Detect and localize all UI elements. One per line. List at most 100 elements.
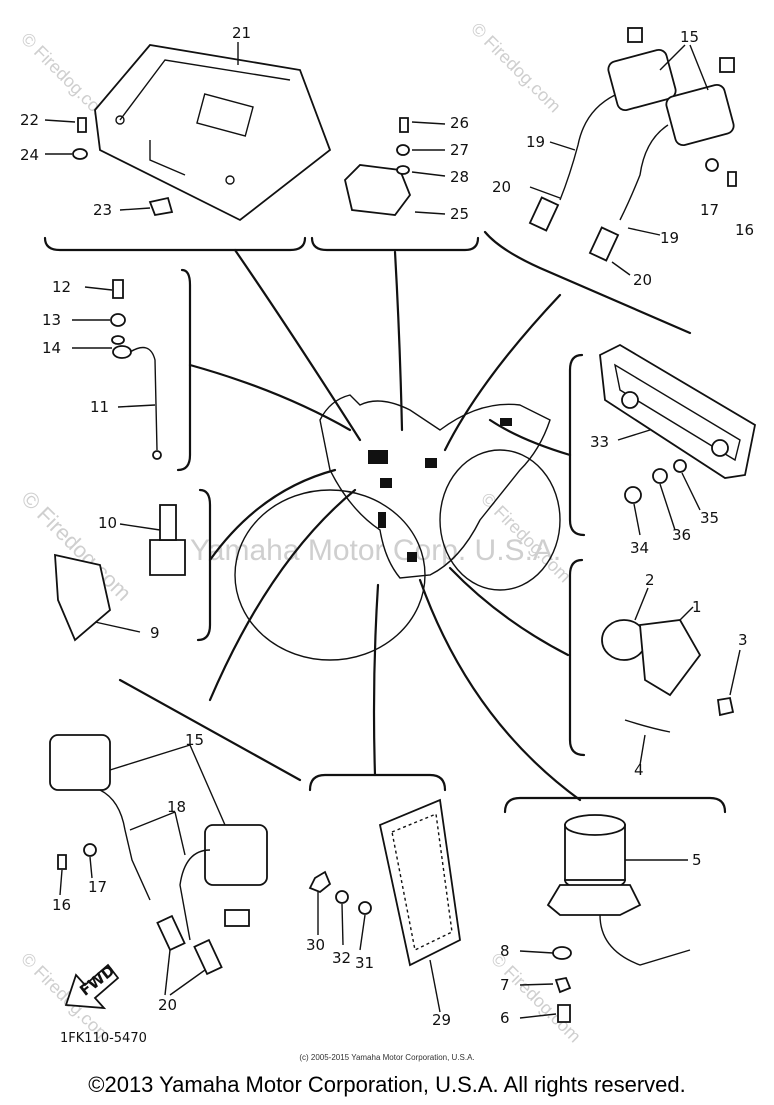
callout-20-top: 20 — [492, 178, 511, 196]
screw-16-top — [727, 171, 737, 187]
forward-arrow: FWD — [64, 961, 120, 1010]
callout-35: 35 — [700, 509, 719, 527]
ignition-coils-bottom — [49, 734, 268, 976]
washer-17-bottom — [83, 843, 97, 857]
site-watermark-6: © Firedog.com — [487, 949, 585, 1047]
pump-5 — [546, 814, 691, 966]
callout-6: 6 — [500, 1009, 510, 1027]
callout-32: 32 — [332, 949, 351, 967]
callout-34: 34 — [630, 539, 649, 557]
bracket-lead — [176, 268, 192, 472]
callout-1: 1 — [692, 598, 702, 616]
bolt-6 — [557, 1004, 571, 1023]
screw-26 — [399, 117, 409, 133]
callout-26: 26 — [450, 114, 469, 132]
washer-28 — [396, 165, 410, 175]
switch-9 — [54, 553, 111, 642]
washer-14 — [111, 335, 125, 345]
callout-17-top: 17 — [700, 201, 719, 219]
part-code: 1FK110-5470 — [60, 1031, 147, 1046]
reflector-29 — [378, 798, 461, 967]
switch-10 — [149, 539, 186, 576]
callout-19-top-2: 19 — [660, 229, 679, 247]
bracket-coils-bottom — [118, 678, 302, 782]
callout-20-top-2: 20 — [633, 271, 652, 289]
callout-31: 31 — [355, 954, 374, 972]
callout-19-top: 19 — [526, 133, 545, 151]
bracket-taillight — [568, 353, 586, 537]
callout-15-bottom: 15 — [185, 731, 204, 749]
callout-36: 36 — [672, 526, 691, 544]
hull-outline — [234, 394, 561, 661]
callout-15-top: 15 — [680, 28, 699, 46]
switch-10-body — [159, 504, 177, 541]
callout-25: 25 — [450, 205, 469, 223]
callout-12: 12 — [52, 278, 71, 296]
site-watermark-2: © Firedog.com — [467, 19, 565, 117]
clip-23 — [148, 196, 174, 217]
nut-30 — [308, 870, 332, 894]
small-copyright: (c) 2005-2015 Yamaha Motor Corporation, … — [299, 1053, 475, 1062]
callout-13: 13 — [42, 311, 61, 329]
nut-36 — [652, 468, 668, 484]
leader-curves — [188, 248, 582, 802]
screw-3 — [716, 696, 735, 717]
callout-24: 24 — [20, 146, 39, 164]
callout-10: 10 — [98, 514, 117, 532]
callout-11: 11 — [90, 398, 109, 416]
bracket-pump — [503, 796, 727, 814]
sensor-1 — [639, 619, 702, 697]
nut-34 — [624, 486, 642, 504]
washer-24 — [72, 148, 88, 160]
washer-35 — [673, 459, 687, 473]
callout-29: 29 — [432, 1011, 451, 1029]
bracket-sensor — [568, 558, 586, 757]
washer-17-top — [705, 158, 719, 172]
callout-30: 30 — [306, 936, 325, 954]
washer-31 — [358, 901, 372, 915]
washer-8 — [552, 946, 572, 960]
callout-20-bottom: 20 — [158, 996, 177, 1014]
callout-28: 28 — [450, 168, 469, 186]
callout-33: 33 — [590, 433, 609, 451]
callout-16-top: 16 — [735, 221, 754, 239]
callout-21: 21 — [232, 24, 251, 42]
callout-5: 5 — [692, 851, 702, 869]
center-watermark: Yamaha Motor Corp. U.S.A. — [190, 534, 561, 567]
screw-12 — [112, 279, 124, 299]
bracket-coils-top — [483, 230, 692, 335]
ground-lead-11 — [112, 345, 162, 460]
callout-17-bottom: 17 — [88, 878, 107, 896]
nut-7 — [554, 976, 572, 994]
washer-32 — [335, 890, 349, 904]
copyright-footer: ©2013 Yamaha Motor Corporation, U.S.A. A… — [88, 1072, 686, 1097]
callout-numbers: 21 22 24 23 26 27 28 25 15 19 20 17 16 1… — [20, 24, 754, 1029]
callout-16-bottom: 16 — [52, 896, 71, 914]
label-leaders — [44, 42, 741, 1019]
callout-14: 14 — [42, 339, 61, 357]
group-brackets — [43, 230, 727, 814]
callout-18: 18 — [167, 798, 186, 816]
screw-22 — [77, 117, 87, 133]
callout-2: 2 — [645, 571, 655, 589]
callout-4: 4 — [634, 761, 644, 779]
callout-27: 27 — [450, 141, 469, 159]
callout-9: 9 — [150, 624, 160, 642]
bracket-reflector — [308, 773, 447, 792]
bracket-regulator — [310, 236, 480, 252]
nut-27 — [396, 144, 410, 156]
lead-4 — [624, 719, 671, 733]
ignition-coils-top — [528, 27, 735, 262]
bracket-switches — [196, 488, 212, 642]
callout-8: 8 — [500, 942, 510, 960]
nut-13 — [110, 313, 126, 327]
screw-16-bottom — [57, 854, 67, 870]
callout-22: 22 — [20, 111, 39, 129]
callout-23: 23 — [93, 201, 112, 219]
callout-7: 7 — [500, 976, 510, 994]
ecu-module — [94, 44, 332, 222]
callout-3: 3 — [738, 631, 748, 649]
bracket-ecu — [43, 236, 307, 252]
